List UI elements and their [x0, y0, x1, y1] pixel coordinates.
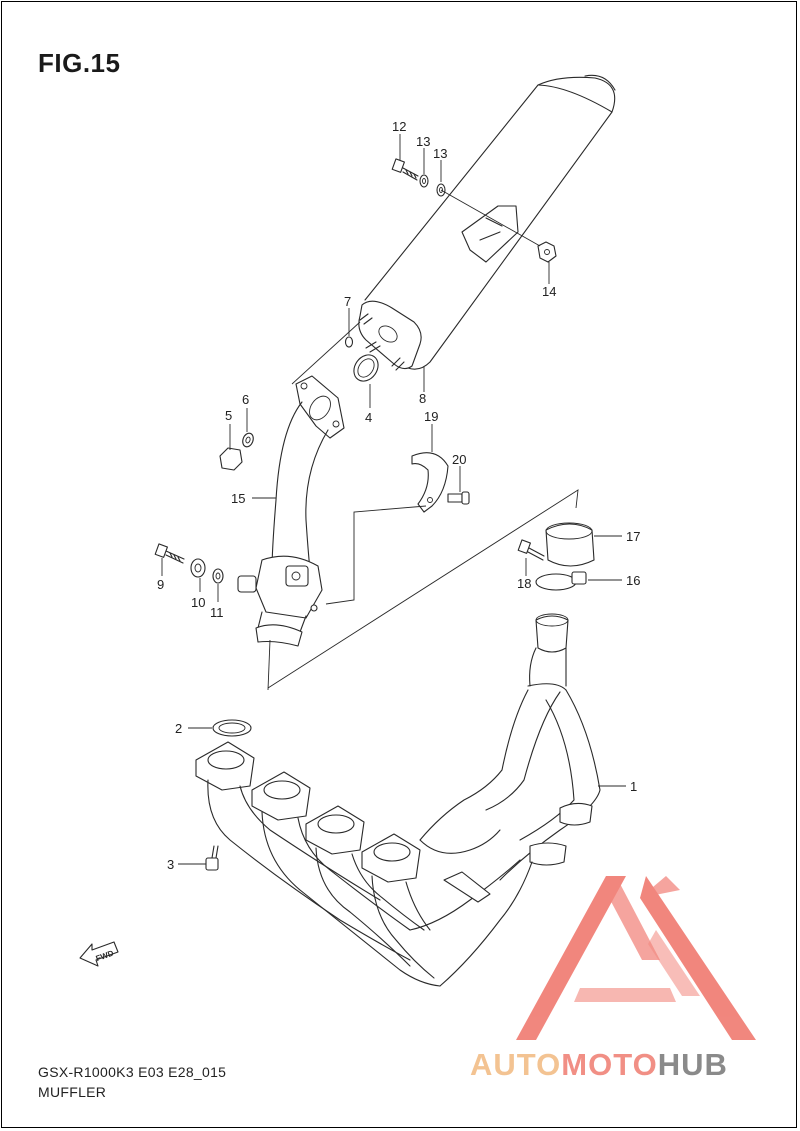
nut-7-icon — [344, 336, 354, 348]
part-label-2: 2 — [175, 721, 182, 736]
part-label-4: 4 — [365, 410, 372, 425]
muffler-body — [358, 74, 616, 371]
nut-5-icon — [219, 447, 243, 471]
watermark-word-moto: MOTO — [561, 1047, 658, 1082]
gasket-4-icon — [353, 354, 379, 382]
bolt-3-icon — [205, 845, 219, 871]
leader-lines — [161, 134, 626, 865]
part-label-1: 1 — [630, 779, 637, 794]
part-label-13a: 13 — [416, 134, 430, 149]
section-name: MUFFLER — [38, 1084, 107, 1100]
part-label-18: 18 — [517, 576, 531, 591]
part-label-19: 19 — [424, 409, 438, 424]
mid-pipe — [237, 375, 345, 647]
watermark-word-auto: AUTO — [470, 1047, 562, 1082]
screw-20-icon — [447, 491, 470, 505]
bolt-9-icon — [154, 543, 185, 564]
part-label-3: 3 — [167, 857, 174, 872]
watermark-word-hub: HUB — [657, 1047, 728, 1082]
nut-14-icon — [537, 241, 557, 263]
forward-arrow-icon — [79, 941, 119, 967]
heat-cover-19-icon — [411, 452, 449, 513]
part-label-11: 11 — [210, 605, 224, 620]
bolt-18-icon — [517, 539, 545, 561]
part-label-10: 10 — [191, 595, 205, 610]
part-label-13b: 13 — [433, 146, 447, 161]
clamp-16-icon — [535, 571, 587, 591]
part-label-16: 16 — [626, 573, 640, 588]
collar-10-icon — [190, 558, 206, 578]
part-label-7: 7 — [344, 294, 351, 309]
part-label-20: 20 — [452, 452, 466, 467]
part-number-labels: 12 13 13 14 7 4 8 19 20 5 6 15 9 10 11 1… — [157, 119, 640, 872]
bolt-12-icon — [391, 158, 419, 181]
washer-11-icon — [212, 568, 224, 584]
model-code: GSX-R1000K3 E03 E28_015 — [38, 1064, 227, 1080]
watermark-wordmark: AUTOMOTOHUB — [470, 1047, 728, 1083]
gasket-2-icon — [212, 719, 252, 737]
sleeve-17-icon — [545, 522, 595, 567]
part-label-14: 14 — [542, 284, 556, 299]
part-label-5: 5 — [225, 408, 232, 423]
part-label-17: 17 — [626, 529, 640, 544]
washer-13a-icon — [419, 174, 429, 188]
part-label-8: 8 — [419, 391, 426, 406]
figure-title: FIG.15 — [38, 48, 121, 78]
part-label-12: 12 — [392, 119, 406, 134]
part-label-15: 15 — [231, 491, 245, 506]
watermark-logo — [516, 876, 756, 1040]
washer-6-icon — [242, 432, 254, 448]
part-label-6: 6 — [242, 392, 249, 407]
exhaust-pipe-assembly — [195, 613, 601, 987]
part-label-9: 9 — [157, 577, 164, 592]
